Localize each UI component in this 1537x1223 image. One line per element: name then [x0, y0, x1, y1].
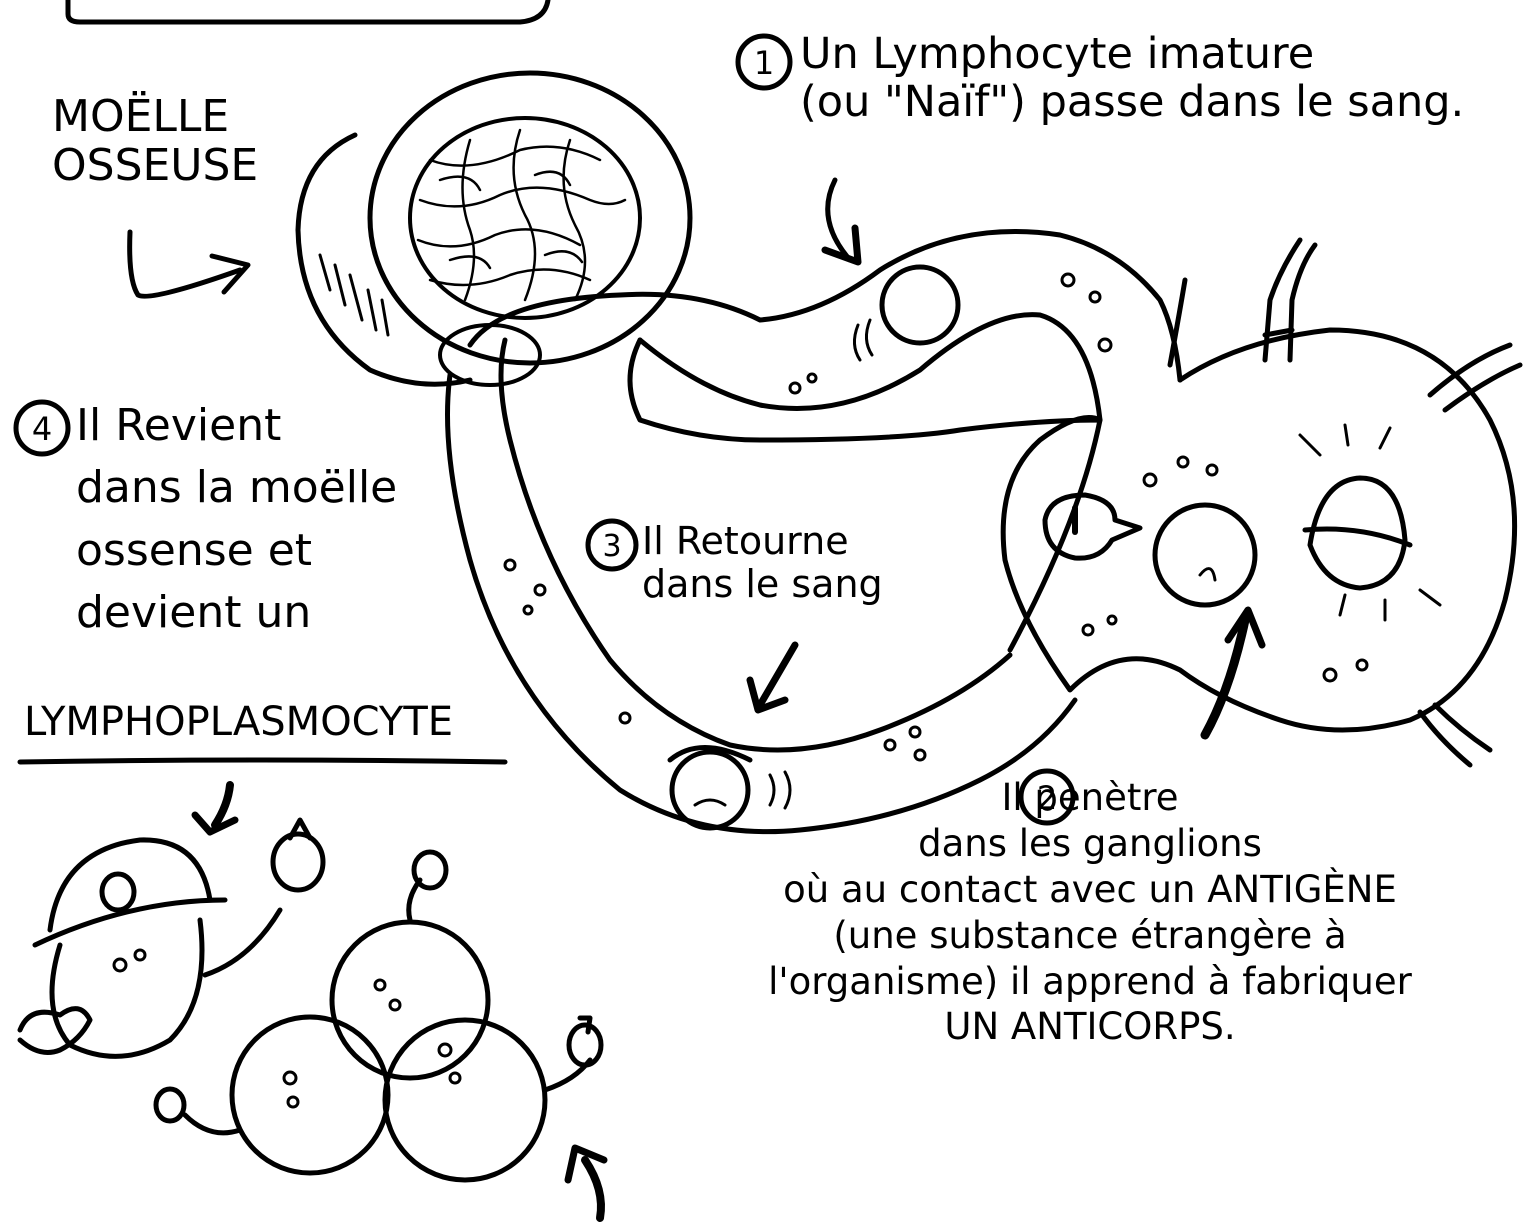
antigen-helmet-cell [1300, 425, 1440, 620]
lymphoplasmocyte-label: LYMPHOPLASMOCYTE [24, 700, 453, 745]
lymphoplasmocyte-cell-left [156, 1017, 388, 1173]
speech-bubble-exclamation [1045, 495, 1140, 558]
bone-marrow-mesh [418, 130, 625, 300]
arrow-bottom [585, 1160, 601, 1218]
arrow-step4 [215, 785, 230, 825]
arrow-step3 [760, 645, 795, 705]
bone-marrow-arrow [130, 232, 240, 296]
step2-text: Il penètre dans les ganglions où au cont… [660, 775, 1520, 1050]
step4-text: Il Revient dans la moëlle ossense et dev… [76, 395, 397, 645]
bone-marrow-label: MOËLLE OSSEUSE [52, 92, 258, 191]
lymphoplasmocyte-cell-right [385, 1018, 601, 1180]
lymphoplasmocyte-helmet-cell [20, 820, 323, 1056]
step1-number: 1 [754, 44, 774, 82]
step1-text: Un Lymphocyte imature (ou "Naïf") passe … [800, 30, 1464, 126]
step4-number: 4 [32, 410, 52, 448]
lymphoplasmocyte-underline [20, 760, 505, 762]
step3-number: 3 [602, 529, 621, 564]
step3-text: Il Retourne dans le sang [642, 520, 883, 605]
arrow-step2 [1205, 620, 1245, 735]
bone-marrow-bone [298, 73, 690, 384]
arrow-step1 [828, 180, 850, 260]
lymphocyte-in-node [1155, 505, 1255, 605]
title-box-corner [68, 0, 548, 22]
naive-lymphocyte [854, 267, 958, 360]
lymph-node [1003, 240, 1520, 765]
